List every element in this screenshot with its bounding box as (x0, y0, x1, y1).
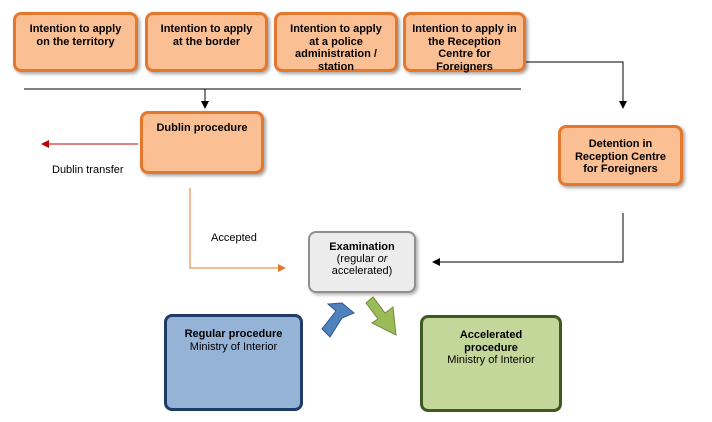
block-arrow-to-regular (321, 302, 355, 338)
box-border-label: Intention to apply at the border (160, 23, 253, 48)
arrow-detention-to-examination (432, 213, 624, 266)
label-dublin-transfer: Dublin transfer (52, 164, 124, 176)
box-intention-territory: Intention to apply on the territory (13, 12, 138, 72)
box-reception-label: Intention to apply in the Reception Cent… (412, 23, 517, 73)
box-police-label: Intention to apply at a police administr… (290, 23, 382, 73)
accelerated-title: Accelerated procedure (459, 329, 523, 354)
box-intention-reception: Intention to apply in the Reception Cent… (403, 12, 526, 73)
box-intention-police: Intention to apply at a police administr… (274, 12, 398, 73)
box-regular-procedure: Regular procedure Ministry of Interior (164, 314, 303, 411)
box-detention-label: Detention in Reception Centre for Foreig… (574, 138, 667, 175)
box-dublin-procedure: Dublin procedure (140, 111, 264, 174)
accelerated-subtitle: Ministry of Interior (447, 354, 535, 366)
examination-title: Examination (329, 241, 395, 253)
regular-subtitle: Ministry of Interior (189, 340, 278, 353)
box-accelerated-procedure: Accelerated procedure Ministry of Interi… (420, 315, 562, 412)
arrow-to-detention (519, 61, 627, 109)
box-dublin-label: Dublin procedure (156, 122, 248, 134)
box-detention: Detention in Reception Centre for Foreig… (558, 125, 683, 186)
box-examination: Examination (regular or accelerated) (308, 231, 416, 293)
examination-line-2: (regular or (336, 253, 388, 265)
block-arrow-to-accelerated (365, 296, 397, 336)
examination-line-3: accelerated) (331, 265, 393, 277)
accepted-arrow (189, 188, 286, 272)
label-accepted: Accepted (211, 232, 257, 244)
box-territory-label: Intention to apply on the territory (29, 23, 122, 48)
box-intention-border: Intention to apply at the border (145, 12, 268, 72)
regular-title: Regular procedure (184, 328, 283, 340)
